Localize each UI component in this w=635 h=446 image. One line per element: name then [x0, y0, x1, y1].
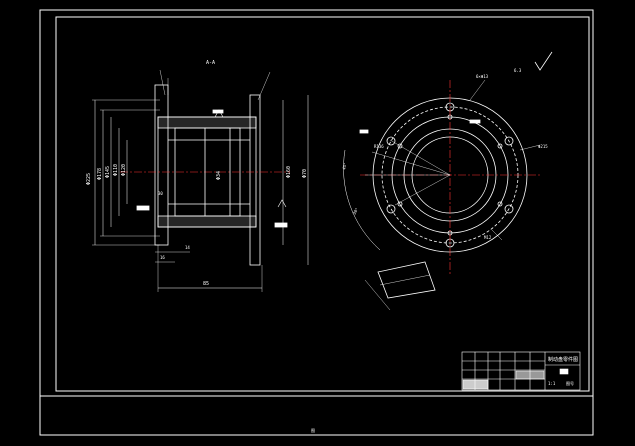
dim-r1: R136 [374, 144, 384, 149]
outer-frame [39, 9, 594, 436]
dim-d1: Φ178 [97, 168, 103, 180]
dim-outer-diameter: Φ225 [86, 173, 92, 185]
dim-hole: Φ34 [216, 171, 222, 180]
dim-thread: M12 [484, 235, 492, 240]
title-block-scale: 1:1 [548, 381, 556, 386]
inner-frame [55, 16, 590, 392]
dim-bolt-circle: Φ215 [538, 144, 548, 149]
section-view [92, 69, 309, 292]
dim-w2: 14 [185, 245, 190, 250]
dim-bore: Φ70 [302, 169, 308, 178]
title-block [461, 351, 581, 391]
dim-w1: 16 [160, 255, 165, 260]
section-label: A-A [206, 60, 215, 66]
bottom-mark: 图 [311, 427, 315, 433]
dim-d3: Φ110 [113, 164, 119, 176]
front-view [343, 51, 553, 311]
dim-w3: 30 [158, 191, 163, 196]
dim-angle-1: 45° [341, 162, 348, 170]
dim-d2: Φ145 [105, 166, 111, 178]
title-block-name: 制动盘零件图 [548, 356, 578, 363]
dim-d5: Φ160 [286, 166, 292, 178]
dim-hole-pattern: 6×Φ13 [476, 74, 489, 79]
dim-d4: Φ120 [121, 164, 127, 176]
surface-finish-note: 6.3 [514, 68, 522, 73]
dim-angle-2: 30° [352, 207, 360, 216]
dim-width-total: 85 [203, 281, 209, 287]
title-block-sheet: 图号 [566, 380, 574, 386]
